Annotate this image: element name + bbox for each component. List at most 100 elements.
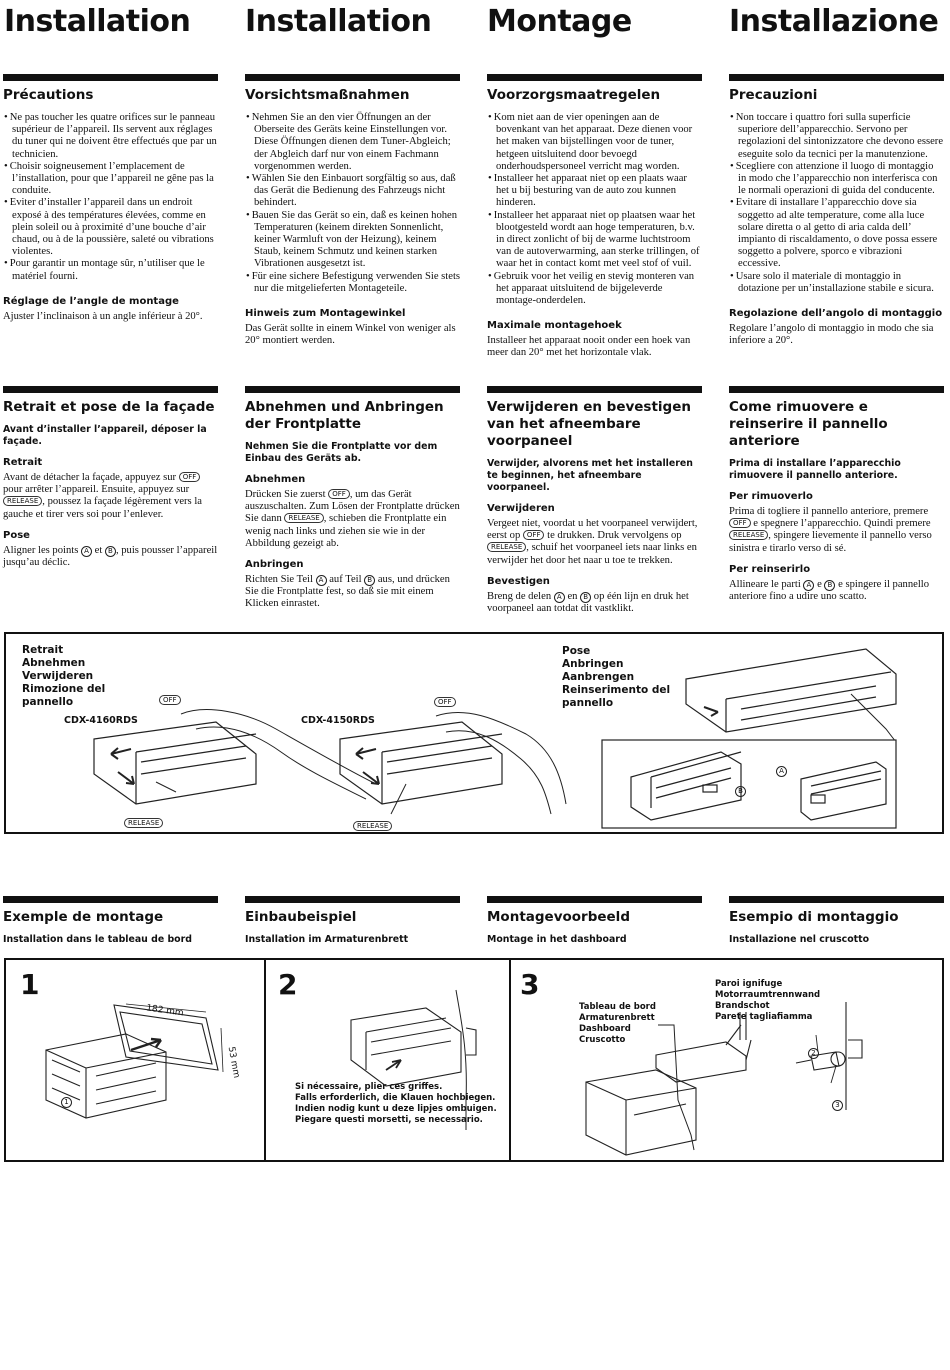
- release-button-icon: RELEASE: [3, 496, 43, 507]
- remove-text: Avant de détacher la façade, appuyez sur…: [3, 472, 202, 520]
- model-label-b: CDX-4150RDS: [301, 715, 375, 726]
- list-item: Gebruik voor het veilig en stevig monter…: [487, 271, 702, 308]
- release-button-icon: RELEASE: [353, 821, 393, 831]
- part-2-icon: 2: [808, 1048, 819, 1059]
- front-panel-lead: Prima di installare l’apparecchio rimuov…: [729, 458, 901, 481]
- front-panel-section-de: Abnehmen und Anbringen der Frontplatte N…: [245, 386, 460, 611]
- part-a-icon: A: [776, 766, 787, 777]
- front-panel-figure: Retrait Abnehmen Verwijderen Rimozione d…: [4, 632, 944, 834]
- step-number-3: 3: [520, 968, 540, 1001]
- attach-text: Aligner les points A et B, puis pousser …: [3, 544, 218, 569]
- part-3-icon: 3: [832, 1100, 843, 1111]
- precautions-list: Kom niet aan de vier openingen aan de bo…: [487, 112, 702, 307]
- dashboard-label: Tableau de bord Armaturenbrett Dashboard…: [579, 1002, 656, 1045]
- front-panel-illustration: [93, 648, 897, 829]
- precautions-list: Nehmen Sie an den vier Öffnungen an der …: [245, 112, 460, 295]
- mounting-example-section-nl: Montagevoorbeeld Montage in het dashboar…: [487, 896, 702, 952]
- mounting-example-section-fr: Exemple de montage Installation dans le …: [3, 896, 218, 952]
- list-item: Eviter d’installer l’appareil dans un en…: [3, 197, 218, 258]
- mounting-illustration: [45, 989, 863, 1156]
- heading-it: Installazione: [729, 4, 939, 39]
- remove-text: Vergeet niet, voordat u het voorpaneel v…: [487, 518, 698, 566]
- front-panel-title: Abnehmen und Anbringen der Frontplatte: [245, 399, 444, 432]
- list-item: Installeer het apparaat niet op een plaa…: [487, 173, 702, 210]
- list-item: Non toccare i quattro fori sulla superfi…: [729, 112, 944, 161]
- release-button-icon: RELEASE: [487, 542, 527, 553]
- remove-title: Per rimuoverlo: [729, 491, 813, 502]
- list-item: Für eine sichere Befestigung verwenden S…: [245, 271, 460, 295]
- attach-text: Allineare le parti A e B e spingere il p…: [729, 578, 930, 603]
- attach-title: Bevestigen: [487, 575, 550, 587]
- remove-title: Retrait: [3, 457, 43, 468]
- precautions-section-fr: Précautions Ne pas toucher les quatre or…: [3, 74, 218, 323]
- mounting-example-title: Einbaubeispiel: [245, 909, 357, 925]
- angle-text: Installeer het apparaat nooit onder een …: [487, 335, 691, 359]
- part-b-icon: B: [735, 786, 746, 797]
- front-panel-section-fr: Retrait et pose de la façade Avant d’ins…: [3, 386, 218, 569]
- part-a-icon: A: [553, 591, 565, 603]
- angle-title: Regolazione dell’angolo di montaggio: [729, 308, 943, 320]
- mounting-example-subtitle: Installation dans le tableau de bord: [3, 934, 192, 945]
- heading-nl: Montage: [487, 4, 632, 39]
- list-item: Usare solo il materiale di montaggio in …: [729, 271, 944, 295]
- off-button-icon: OFF: [178, 472, 201, 482]
- mounting-example-section-it: Esempio di montaggio Installazione nel c…: [729, 896, 944, 952]
- attach-figure-label: Pose Anbringen Aanbrengen Reinserimento …: [562, 645, 671, 709]
- precautions-list: Non toccare i quattro fori sulla superfi…: [729, 112, 944, 295]
- mounting-example-title: Exemple de montage: [3, 909, 164, 925]
- list-item: Ne pas toucher les quatre orifices sur l…: [3, 112, 218, 161]
- release-button-icon: RELEASE: [729, 530, 769, 541]
- part-b-icon: B: [824, 579, 836, 591]
- mounting-example-subtitle: Installazione nel cruscotto: [729, 934, 870, 945]
- attach-text: Breng de delen A en B op één lijn en dru…: [487, 590, 689, 615]
- front-panel-title: Come rimuovere e reinserire il pannello …: [729, 399, 888, 449]
- part-b-icon: B: [580, 591, 592, 603]
- part-1-icon: 1: [61, 1097, 72, 1108]
- attach-title: Per reinserirlo: [729, 563, 811, 575]
- front-panel-lead: Nehmen Sie die Frontplatte vor dem Einba…: [245, 441, 438, 464]
- off-button-icon: OFF: [522, 530, 545, 541]
- precautions-title: Vorsichtsmaßnahmen: [245, 87, 410, 103]
- angle-title: Hinweis zum Montagewinkel: [245, 308, 406, 320]
- attach-title: Anbringen: [245, 559, 304, 571]
- mounting-example-subtitle: Installation im Armaturenbrett: [245, 934, 409, 945]
- list-item: Kom niet aan de vier openingen aan de bo…: [487, 112, 702, 173]
- off-button-icon: OFF: [729, 518, 751, 529]
- precautions-section-de: Vorsichtsmaßnahmen Nehmen Sie an den vie…: [245, 74, 460, 347]
- list-item: Wählen Sie den Einbauort sorgfältig so a…: [245, 173, 460, 210]
- remove-title: Verwijderen: [487, 503, 555, 514]
- angle-text: Das Gerät sollte in einem Winkel von wen…: [245, 323, 456, 347]
- angle-text: Regolare l’angolo di montaggio in modo c…: [729, 323, 934, 347]
- front-panel-section-nl: Verwijderen en bevestigen van het afneem…: [487, 386, 702, 615]
- remove-figure-label: Retrait Abnehmen Verwijderen Rimozione d…: [22, 644, 106, 708]
- attach-text: Richten Sie Teil A auf Teil B aus, und d…: [245, 574, 450, 610]
- list-item: Pour garantir un montage sûr, n’utiliser…: [3, 258, 218, 282]
- angle-text: Ajuster l’inclinaison à un angle inférie…: [3, 310, 203, 322]
- release-button-icon: RELEASE: [284, 513, 324, 524]
- claw-note: Si nécessaire, plier ces griffes. Falls …: [295, 1082, 497, 1125]
- off-button-icon: OFF: [434, 697, 456, 707]
- heading-fr: Installation: [4, 4, 191, 39]
- precautions-section-it: Precauzioni Non toccare i quattro fori s…: [729, 74, 944, 347]
- front-panel-title: Verwijderen en bevestigen van het afneem…: [487, 399, 691, 449]
- precautions-list: Ne pas toucher les quatre orifices sur l…: [3, 112, 218, 283]
- off-button-icon: OFF: [159, 695, 181, 705]
- attach-title: Pose: [3, 529, 30, 541]
- part-b-icon: B: [364, 575, 376, 587]
- part-a-icon: A: [803, 579, 815, 591]
- part-a-icon: A: [315, 575, 327, 587]
- list-item: Choisir soigneusement l’emplacement de l…: [3, 161, 218, 198]
- mounting-example-title: Esempio di montaggio: [729, 909, 899, 925]
- precautions-title: Voorzorgsmaatregelen: [487, 87, 661, 103]
- list-item: Bauen Sie das Gerät so ein, daß es keine…: [245, 210, 460, 271]
- part-b-icon: B: [104, 545, 116, 557]
- list-item: Scegliere con attenzione il luogo di mon…: [729, 161, 944, 198]
- front-panel-lead: Verwijder, alvorens met het installeren …: [487, 458, 693, 493]
- list-item: Evitare di installare l’apparecchio dove…: [729, 197, 944, 270]
- list-item: Nehmen Sie an den vier Öffnungen an der …: [245, 112, 460, 173]
- remove-title: Abnehmen: [245, 474, 306, 485]
- model-label-a: CDX-4160RDS: [64, 715, 138, 726]
- part-a-icon: A: [80, 545, 92, 557]
- precautions-title: Précautions: [3, 87, 94, 103]
- front-panel-title: Retrait et pose de la façade: [3, 399, 215, 415]
